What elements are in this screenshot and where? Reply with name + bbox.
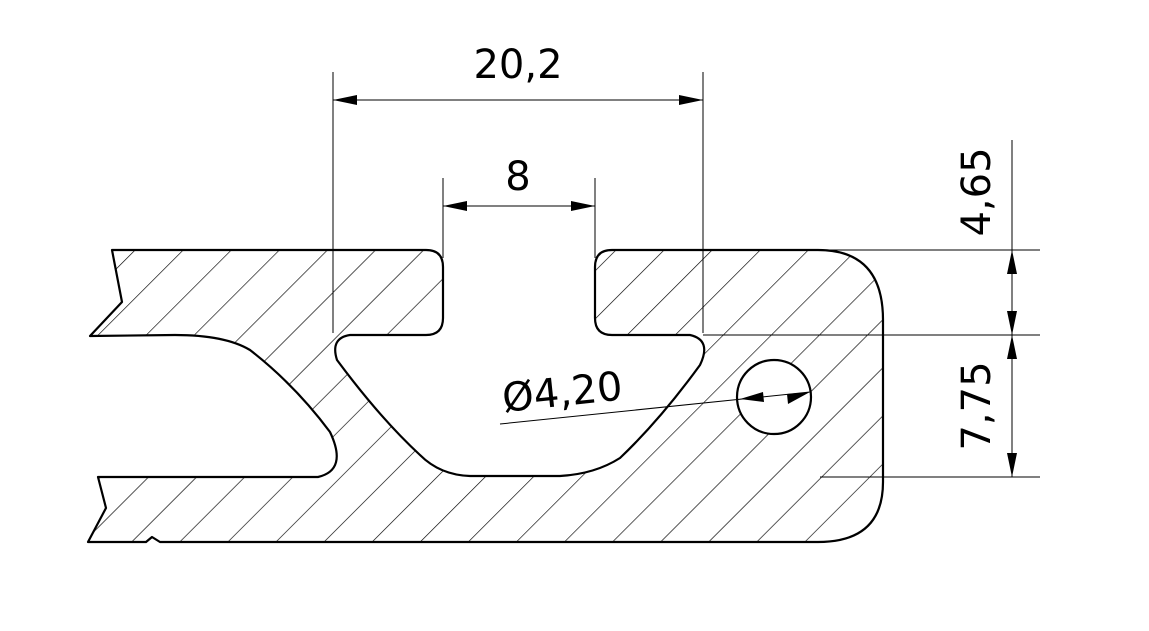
upper-flange-left bbox=[86, 248, 885, 544]
dimension-slot-width: 8 bbox=[442, 154, 596, 258]
dimension-label-20-2: 20,2 bbox=[473, 42, 562, 88]
dimension-label-4-65: 4,65 bbox=[954, 147, 1000, 236]
dimension-overall-width: 20,2 bbox=[332, 42, 704, 333]
dimension-lower-height: 7,75 bbox=[954, 335, 1017, 477]
dimension-label-7-75: 7,75 bbox=[954, 361, 1000, 450]
dimension-label-8: 8 bbox=[505, 154, 530, 200]
bore-hole bbox=[735, 358, 813, 436]
dimension-top-thickness: 4,65 bbox=[954, 140, 1017, 335]
